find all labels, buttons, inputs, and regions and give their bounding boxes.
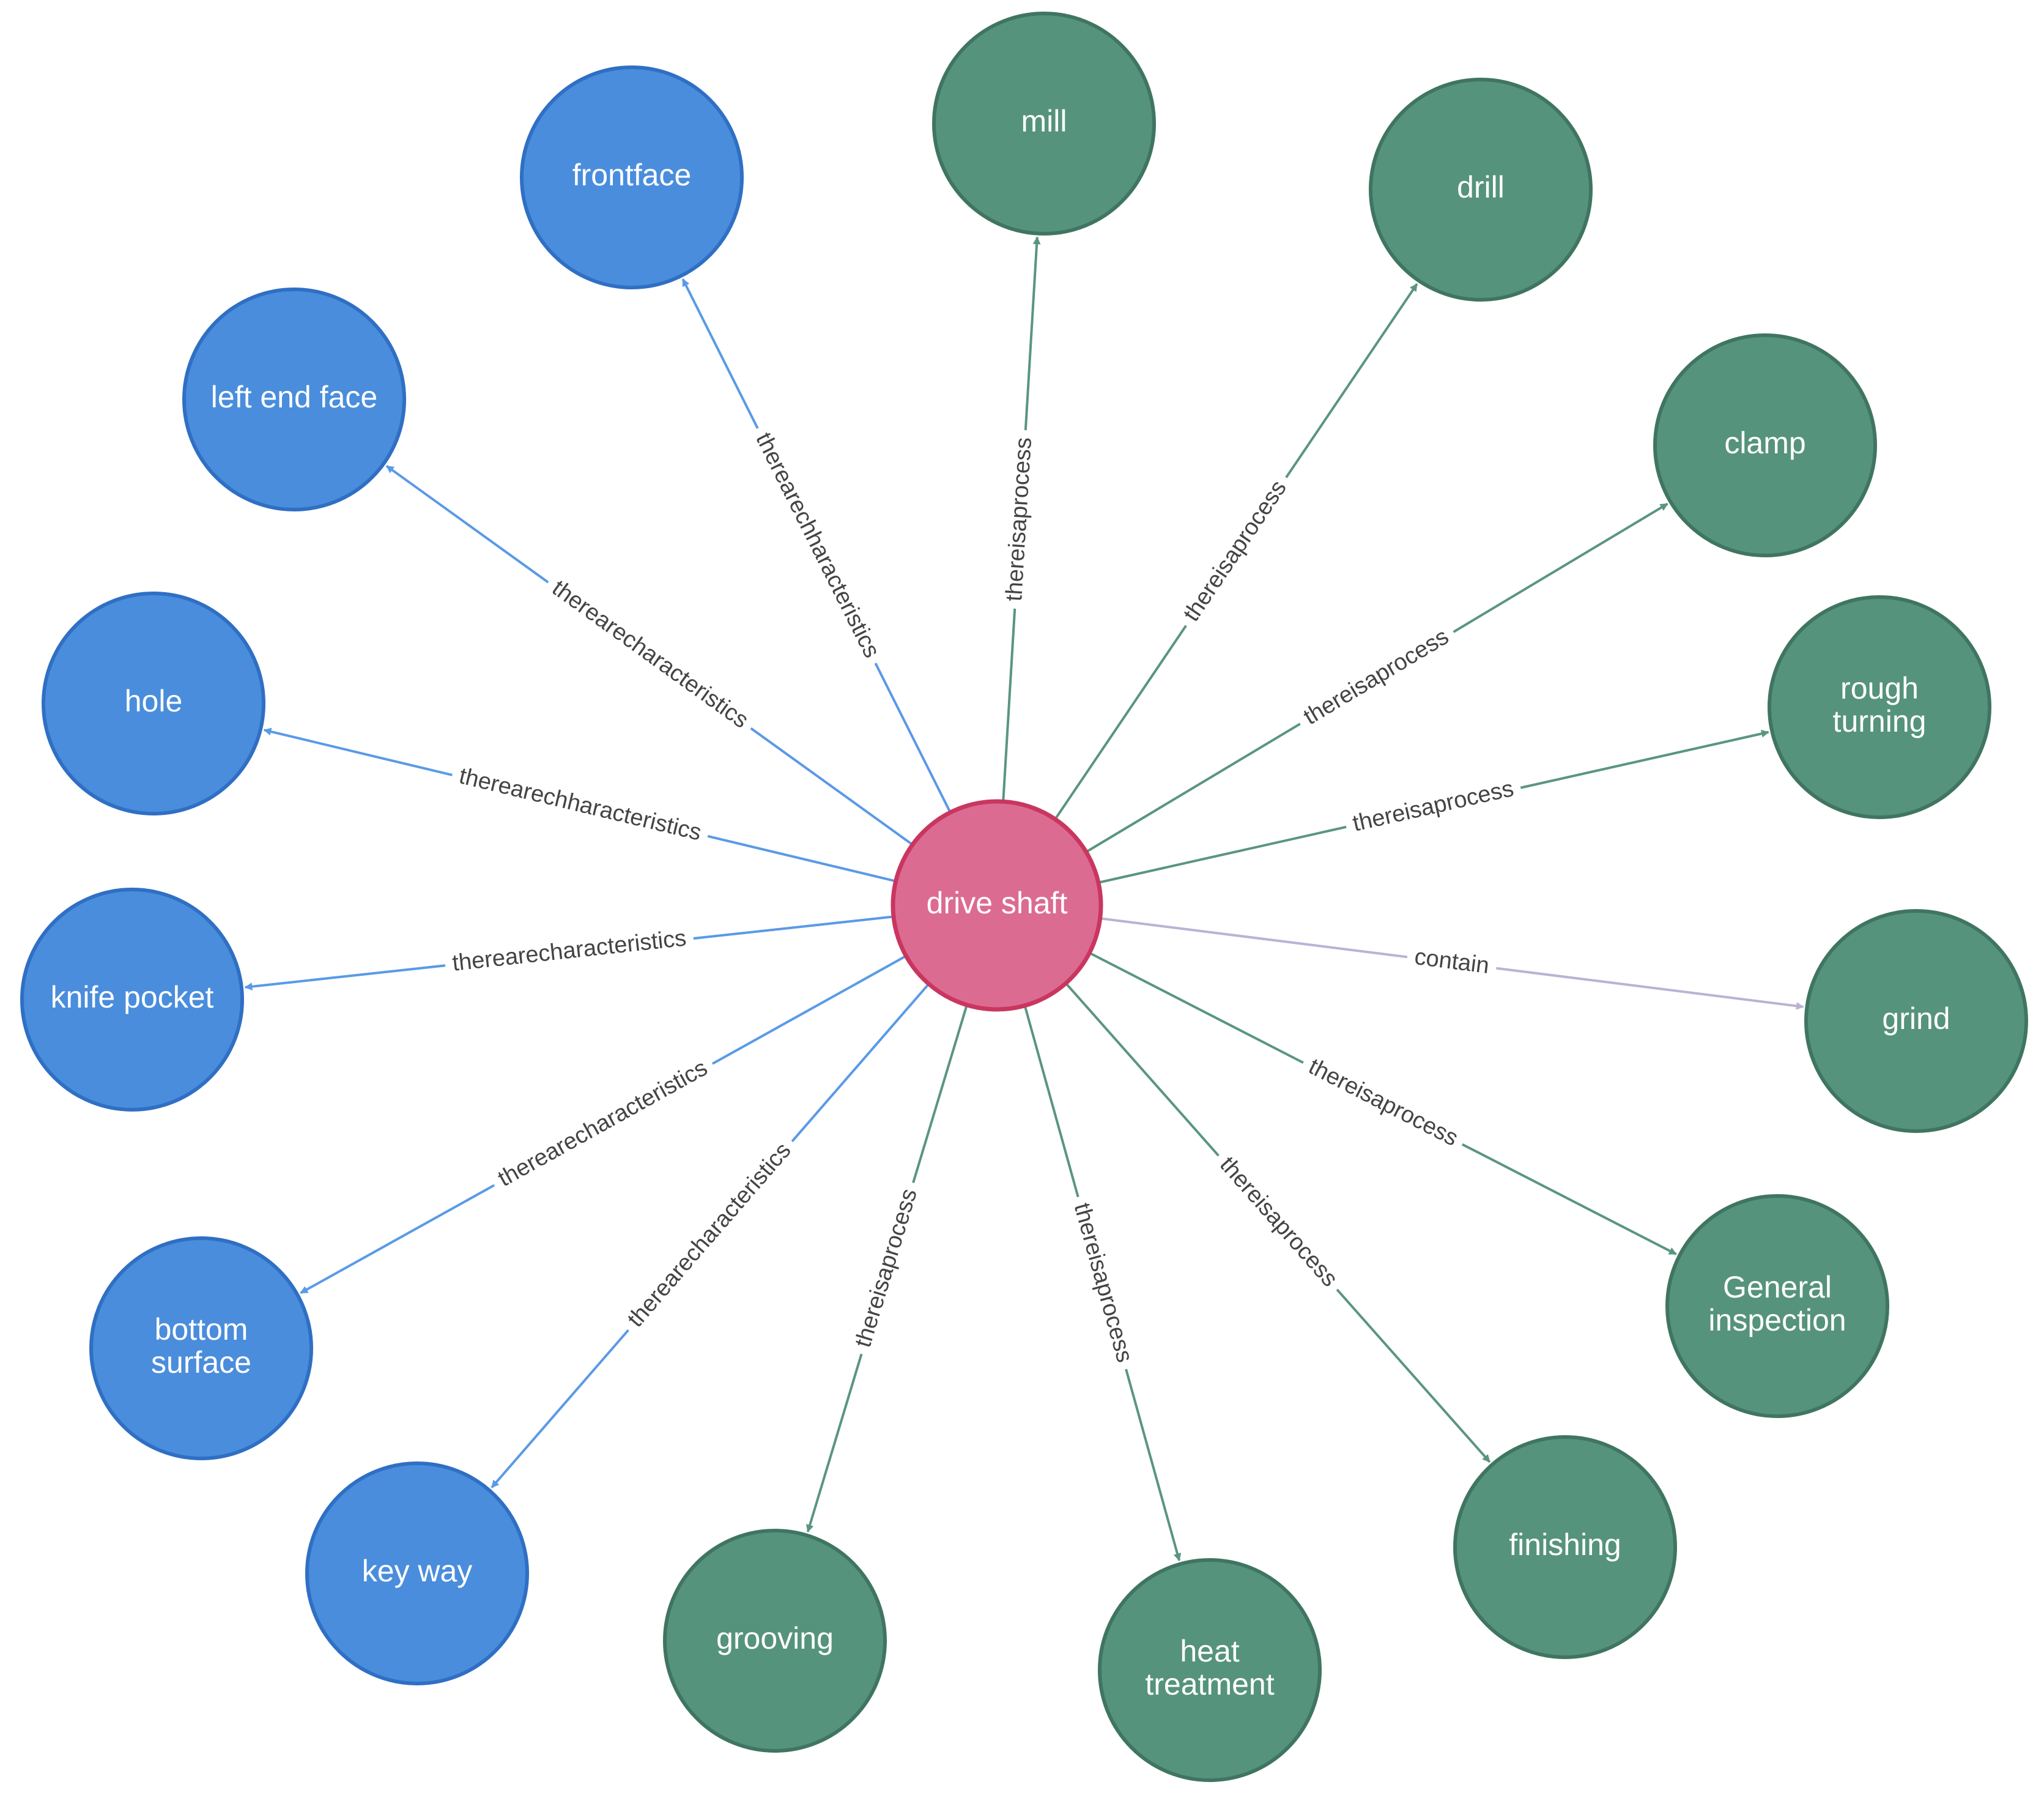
node-label-knife-pocket: knife pocket	[51, 980, 214, 1014]
edge-label-mill: thereisaprocess	[1001, 437, 1037, 602]
node-label-key-way: key way	[362, 1554, 473, 1588]
edge-label-bottom-surface: therearecharacteristics	[494, 1055, 711, 1192]
edge-label-bg-finishing	[1208, 1145, 1350, 1299]
node-label-rough-turning: rough	[1840, 671, 1919, 705]
node-label-bottom-surface: surface	[151, 1345, 251, 1380]
node-label-bottom-surface: bottom	[155, 1312, 248, 1346]
node-mill[interactable]: mill	[932, 12, 1156, 236]
node-circle-hole	[42, 592, 265, 815]
edge-label-clamp: thereisaprocess	[1299, 624, 1453, 730]
edge-label-group-drill: thereisaprocess	[1172, 468, 1298, 634]
edge-label-bg-heat-treatment	[1064, 1192, 1142, 1373]
edge-label-bg-mill	[998, 429, 1040, 610]
edge-label-group-grind: contain	[1405, 940, 1498, 982]
edge-label-group-rough-turning: thereisaprocess	[1342, 771, 1524, 841]
edge-label-group-grooving: thereisaprocess	[845, 1178, 927, 1358]
edge-label-bg-clamp	[1291, 617, 1461, 736]
node-label-grooving: grooving	[716, 1621, 834, 1655]
edge-label-bg-key-way	[616, 1131, 803, 1340]
node-key-way[interactable]: key way	[305, 1461, 529, 1685]
node-circle-key-way	[305, 1461, 529, 1685]
node-circle-center	[891, 799, 1103, 1012]
edge-label-bg-grooving	[845, 1178, 927, 1358]
edge-label-bg-general-inspection	[1297, 1048, 1470, 1157]
edge-label-heat-treatment: thereisaprocess	[1069, 1200, 1138, 1365]
node-label-hole: hole	[125, 684, 183, 718]
node-label-frontface: frontface	[572, 158, 692, 192]
edge-label-group-left-end-face: therearecharacteristics	[539, 568, 761, 740]
edge-label-grind: contain	[1413, 944, 1490, 979]
node-label-rough-turning: turning	[1833, 704, 1927, 738]
node-circle-drill	[1369, 78, 1593, 302]
node-circle-general-inspection	[1665, 1194, 1889, 1418]
node-label-mill: mill	[1021, 104, 1067, 138]
edge-label-group-general-inspection: thereisaprocess	[1297, 1048, 1470, 1157]
node-left-end-face[interactable]: left end face	[182, 288, 406, 511]
node-label-clamp: clamp	[1724, 426, 1805, 460]
edge-label-bg-knife-pocket	[443, 922, 695, 980]
node-label-center: drive shaft	[927, 886, 1068, 920]
edge-label-bg-bottom-surface	[486, 1049, 720, 1198]
edge-label-group-heat-treatment: thereisaprocess	[1064, 1192, 1142, 1373]
node-finishing[interactable]: finishing	[1453, 1435, 1677, 1659]
node-label-general-inspection: General	[1723, 1270, 1832, 1304]
nodes-layer: frontface left end face hole knife pocket bo…	[20, 12, 2028, 1782]
edge-label-bg-hole	[449, 759, 712, 850]
edge-label-group-hole: therearechharacteristics	[449, 759, 712, 850]
edge-label-group-frontface: therearechharacteristics	[745, 421, 891, 670]
node-label-heat-treatment: treatment	[1145, 1667, 1274, 1701]
node-hole[interactable]: hole	[42, 592, 265, 815]
edge-label-bg-frontface	[745, 421, 891, 670]
node-grind[interactable]: grind	[1804, 909, 2028, 1133]
edge-label-bg-rough-turning	[1342, 771, 1524, 841]
edge-label-group-bottom-surface: therearecharacteristics	[486, 1049, 720, 1198]
node-frontface[interactable]: frontface	[520, 65, 744, 289]
edge-label-finishing: thereisaprocess	[1215, 1152, 1342, 1292]
node-grooving[interactable]: grooving	[663, 1529, 887, 1753]
edge-label-bg-grind	[1405, 940, 1498, 982]
node-label-finishing: finishing	[1509, 1528, 1621, 1562]
node-circle-finishing	[1453, 1435, 1677, 1659]
node-circle-left-end-face	[182, 288, 406, 511]
edge-label-key-way: therearecharacteristics	[623, 1138, 796, 1332]
node-center-drive-shaft[interactable]: drive shaft	[891, 799, 1103, 1012]
edge-label-rough-turning: thereisaprocess	[1350, 776, 1516, 837]
node-circle-mill	[932, 12, 1156, 236]
edge-label-knife-pocket: therearecharacteristics	[451, 925, 687, 976]
node-drill[interactable]: drill	[1369, 78, 1593, 302]
edge-label-group-finishing: thereisaprocess	[1208, 1145, 1350, 1299]
node-circle-clamp	[1653, 333, 1877, 557]
node-label-left-end-face: left end face	[211, 380, 377, 414]
node-circle-grooving	[663, 1529, 887, 1753]
edge-label-drill: thereisaprocess	[1179, 476, 1292, 626]
edge-label-grooving: thereisaprocess	[850, 1186, 922, 1350]
node-circle-rough-turning	[1768, 595, 1991, 819]
node-label-general-inspection: inspection	[1708, 1303, 1846, 1337]
node-circle-frontface	[520, 65, 744, 289]
node-label-grind: grind	[1882, 1001, 1950, 1036]
node-label-drill: drill	[1457, 170, 1505, 204]
node-label-heat-treatment: heat	[1180, 1634, 1239, 1668]
edge-label-group-knife-pocket: therearecharacteristics	[443, 922, 695, 980]
edge-label-bg-left-end-face	[539, 568, 761, 740]
edge-label-group-key-way: therearecharacteristics	[616, 1131, 803, 1340]
node-circle-knife-pocket	[20, 888, 244, 1112]
node-circle-heat-treatment	[1098, 1558, 1322, 1782]
edge-label-left-end-face: therearecharacteristics	[547, 575, 754, 733]
node-circle-grind	[1804, 909, 2028, 1133]
edge-label-bg-drill	[1172, 468, 1298, 634]
node-clamp[interactable]: clamp	[1653, 333, 1877, 557]
node-knife-pocket[interactable]: knife pocket	[20, 888, 244, 1112]
edge-label-group-mill: thereisaprocess	[998, 429, 1040, 610]
edge-label-frontface: therearechharacteristics	[750, 429, 884, 662]
edge-label-hole: therearechharacteristics	[457, 763, 704, 845]
edge-label-general-inspection: thereisaprocess	[1305, 1053, 1462, 1151]
node-circle-bottom-surface	[89, 1236, 313, 1460]
edge-label-group-clamp: thereisaprocess	[1291, 617, 1461, 736]
